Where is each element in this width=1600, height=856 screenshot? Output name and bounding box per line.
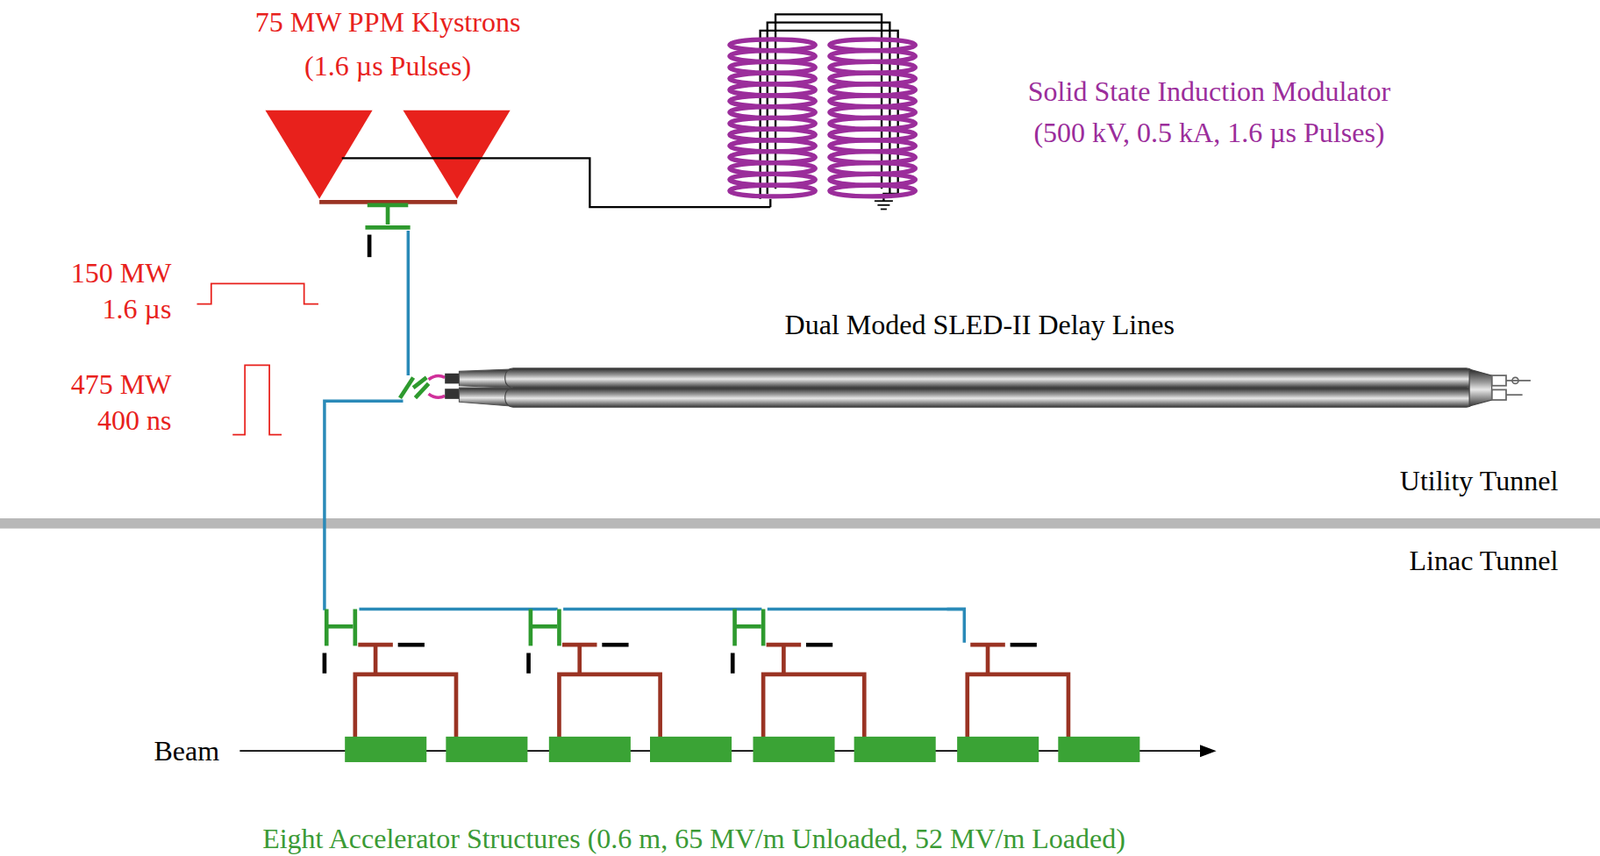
klystron-label: 75 MW PPM Klystrons [255,7,522,38]
figure-caption: Eight Accelerator Structures (0.6 m, 65 … [262,823,1126,855]
beam-label: Beam [153,735,220,767]
tunnel-label: Linac Tunnel [1409,545,1559,577]
klystron-pulse-label: (1.6 µs Pulses) [304,50,472,82]
power-label: 475 MW [71,369,172,400]
duration-label: 1.6 µs [102,293,172,325]
modulator-spec-label: (500 kV, 0.5 kA, 1.6 µs Pulses) [1033,117,1385,149]
modulator-label: Solid State Induction Modulator [1028,76,1391,108]
power-label: 150 MW [71,257,172,289]
tunnel-label: Utility Tunnel [1400,465,1559,497]
duration-label: 400 ns [97,405,172,436]
delay-line-label: Dual Moded SLED-II Delay Lines [785,309,1175,341]
